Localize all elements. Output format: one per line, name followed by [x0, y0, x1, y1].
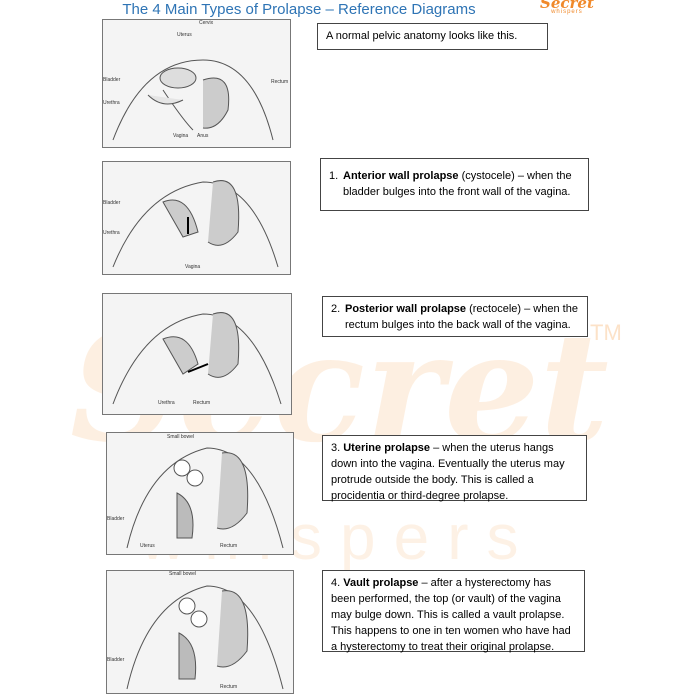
label-small-bowel: Small bowel: [167, 434, 194, 440]
label-rectum: Rectum: [193, 400, 211, 406]
caption-number: 1.: [329, 170, 339, 182]
caption-text: – after a hysterectomy has been performe…: [331, 577, 571, 653]
brand-logo: Secret whispers: [540, 0, 594, 15]
watermark-tm: TM: [590, 320, 622, 345]
caption-text: (rectocele) – when the: [466, 303, 578, 315]
page-title: The 4 Main Types of Prolapse – Reference…: [122, 1, 476, 18]
diagram-posterior-prolapse: Urethra Rectum: [102, 293, 292, 415]
label-urethra: Urethra: [158, 400, 175, 406]
label-urethra: Urethra: [103, 100, 120, 106]
label-small-bowel: Small bowel: [169, 571, 196, 577]
caption-posterior: 2. Posterior wall prolapse (rectocele) – …: [322, 296, 588, 337]
caption-text-line2: rectum bulges into the back wall of the …: [345, 319, 571, 331]
caption-text: (cystocele) – when the: [458, 170, 572, 182]
caption-number: 4.: [331, 577, 344, 589]
label-vagina: Vagina: [173, 133, 189, 139]
caption-number: 3.: [331, 442, 344, 454]
label-rectum: Rectum: [271, 79, 289, 85]
label-bladder: Bladder: [107, 516, 125, 522]
caption-vault: 4. Vault prolapse – after a hysterectomy…: [322, 570, 585, 653]
caption-text-line2: bladder bulges into the front wall of th…: [343, 186, 571, 198]
label-urethra: Urethra: [103, 230, 120, 236]
caption-text: – when the uterus hangs down into the va…: [331, 442, 565, 502]
label-bladder: Bladder: [107, 657, 125, 663]
label-bladder: Bladder: [103, 200, 121, 206]
caption-text: A normal pelvic anatomy looks like this.: [326, 30, 518, 42]
label-anus: Anus: [197, 133, 209, 139]
caption-heading: Uterine prolapse: [343, 442, 431, 454]
label-uterus: Uterus: [140, 543, 155, 549]
logo-line2: whispers: [551, 9, 583, 15]
caption-heading: Anterior wall prolapse: [343, 170, 459, 182]
label-cervix: Cervix: [199, 20, 214, 26]
label-rectum: Rectum: [220, 543, 238, 549]
label-bladder: Bladder: [103, 77, 121, 83]
diagram-normal-anatomy: Cervix Uterus Bladder Rectum Urethra Vag…: [102, 19, 291, 148]
label-uterus: Uterus: [177, 32, 192, 38]
diagram-uterine-prolapse: Small bowel Bladder Uterus Rectum: [106, 432, 294, 555]
label-rectum: Rectum: [220, 684, 238, 690]
caption-normal: A normal pelvic anatomy looks like this.: [317, 23, 548, 50]
caption-heading: Vault prolapse: [343, 577, 419, 589]
label-vagina: Vagina: [185, 264, 201, 270]
diagram-vault-prolapse: Small bowel Bladder Rectum: [106, 570, 294, 694]
caption-heading: Posterior wall prolapse: [345, 303, 467, 315]
caption-uterine: 3. Uterine prolapse – when the uterus ha…: [322, 435, 587, 502]
caption-anterior: 1. Anterior wall prolapse (cystocele) – w…: [320, 158, 589, 211]
diagram-anterior-prolapse: Bladder Urethra Vagina: [102, 161, 291, 275]
caption-number: 2.: [331, 303, 341, 315]
logo-line1: Secret: [540, 0, 594, 12]
